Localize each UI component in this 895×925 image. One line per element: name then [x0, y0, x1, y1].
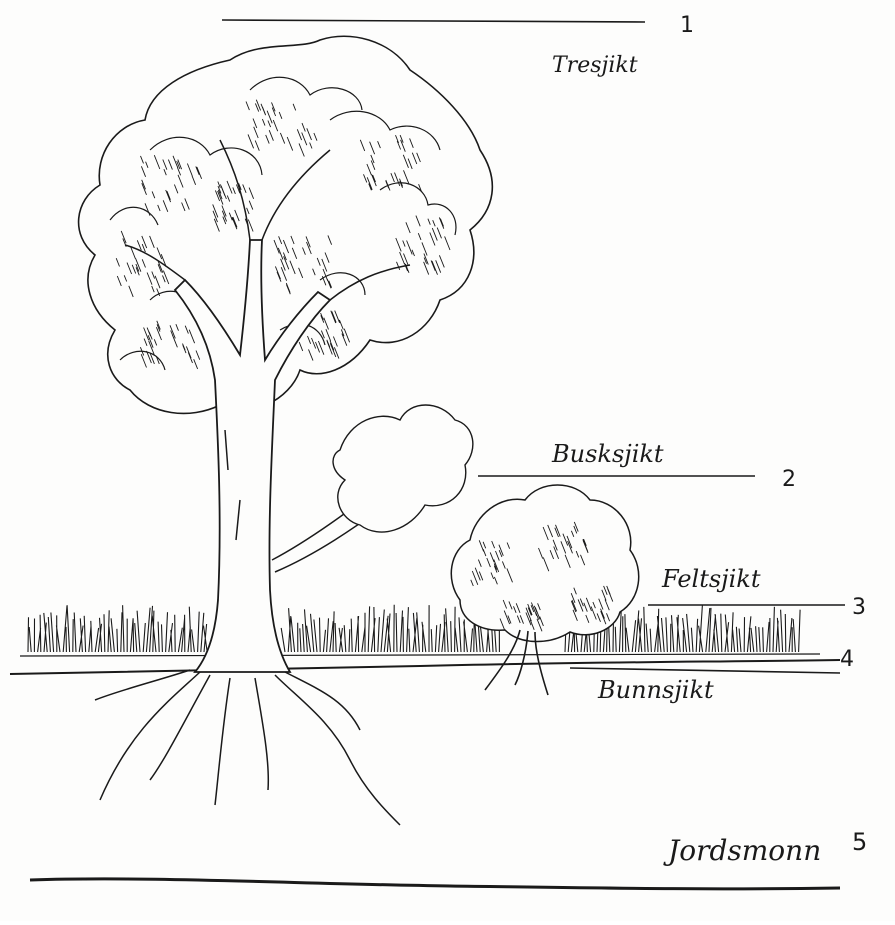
field-layer-grass	[28, 605, 800, 652]
layer-4-label: Bunnsjikt	[597, 676, 714, 704]
layer-1-number: 1	[680, 13, 694, 38]
layer-2-number: 2	[782, 467, 796, 492]
large-tree	[79, 36, 493, 825]
bedrock-line	[30, 879, 840, 889]
layer-1-line	[222, 20, 645, 22]
grass-blades	[28, 605, 800, 652]
layer-1-label: Tresjikt	[552, 53, 638, 78]
layer-labels: 1 Tresjikt Busksjikt 2 Feltsjikt 3 4 Bun…	[551, 13, 867, 867]
layer-5-label: Jordsmonn	[663, 834, 821, 867]
layer-2-label: Busksjikt	[551, 440, 664, 468]
layer-4-number: 4	[840, 647, 854, 672]
layer-5-number: 5	[852, 828, 867, 856]
layer-3-number: 3	[852, 595, 866, 620]
tree-trunk	[175, 240, 330, 672]
side-branch-foliage	[333, 405, 473, 532]
layer-4-line	[570, 668, 840, 673]
tree-roots	[95, 670, 400, 825]
layer-3-label: Feltsjikt	[661, 565, 761, 593]
